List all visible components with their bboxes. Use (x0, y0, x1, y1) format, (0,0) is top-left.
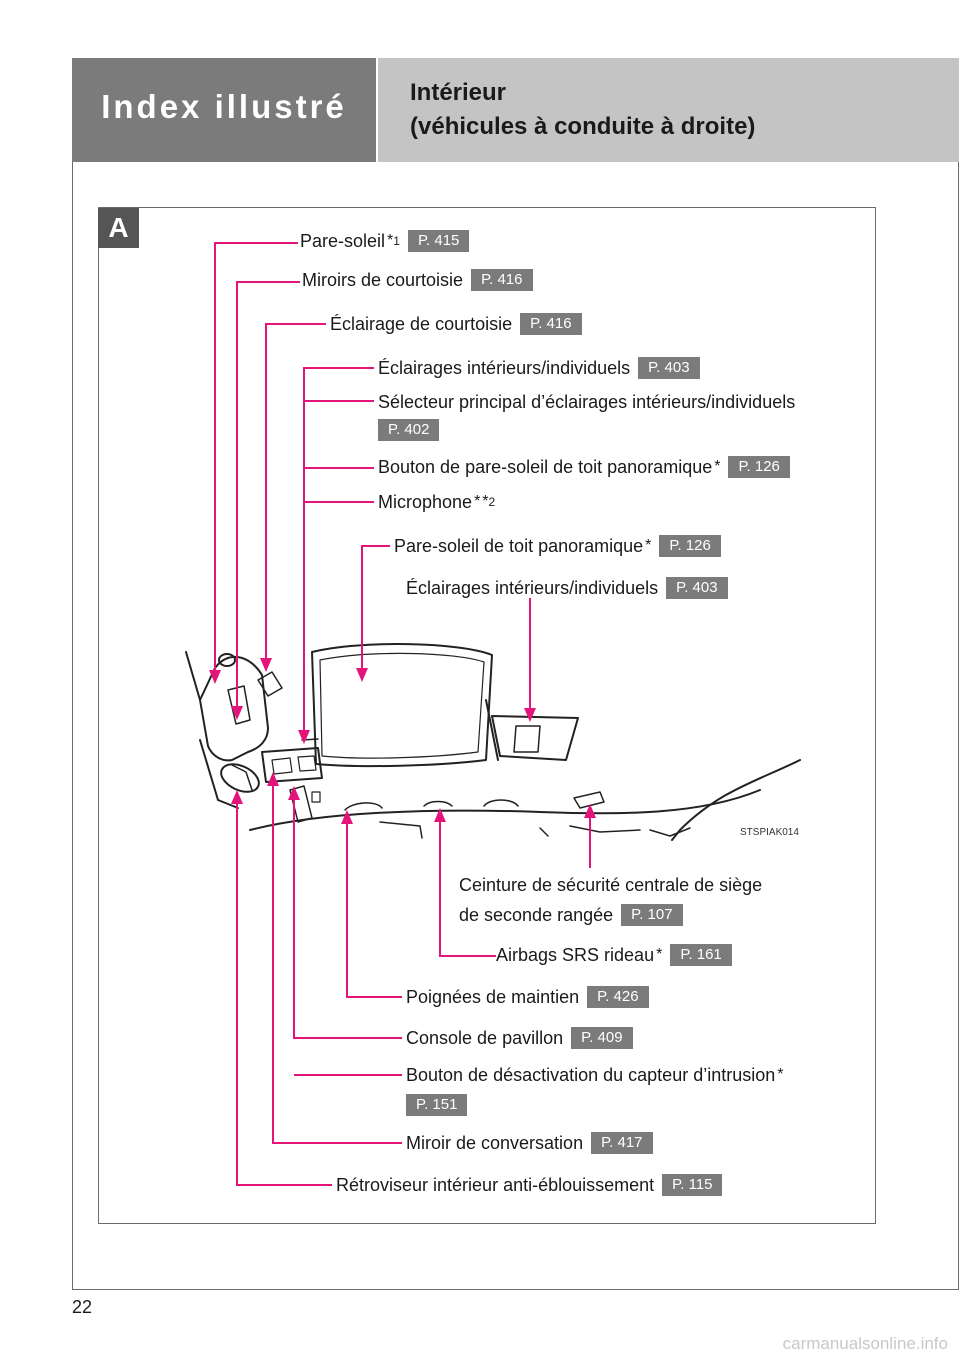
asterisk-icon: * (645, 537, 652, 554)
label-light-main-switch-ref: P. 402 (378, 419, 440, 441)
label-panoramic-shade: Pare-soleil de toit panoramique* P. 126 (394, 535, 721, 557)
image-code: STSPIAK014 (740, 827, 799, 838)
illustration-panel (98, 207, 876, 1224)
page-ref[interactable]: P. 416 (520, 313, 582, 335)
page-ref[interactable]: P. 415 (407, 230, 470, 252)
footnote-marker: 2 (488, 495, 496, 509)
label-assist-grips: Poignées de maintien P. 426 (406, 986, 649, 1008)
label-text: Éclairage de courtoisie (330, 314, 513, 334)
page-ref[interactable]: P. 126 (728, 456, 790, 478)
page-ref[interactable]: P. 107 (621, 904, 683, 926)
page-ref[interactable]: P. 115 (662, 1174, 723, 1196)
label-text: Sélecteur principal d’éclairages intérie… (378, 392, 796, 412)
page-ref[interactable]: P. 403 (666, 577, 728, 599)
page-title-line2: (véhicules à conduite à droite) (410, 113, 756, 140)
label-vanity-mirrors: Miroirs de courtoisie P. 416 (302, 269, 533, 291)
label-text: Poignées de maintien (406, 987, 580, 1007)
label-rearview-mirror: Rétroviseur intérieur anti-éblouissement… (336, 1174, 723, 1196)
label-text: Pare-soleil (300, 231, 386, 251)
label-text: Miroir de conversation (406, 1133, 584, 1153)
label-courtesy-lamp: Éclairage de courtoisie P. 416 (330, 313, 582, 335)
page-ref[interactable]: P. 126 (659, 535, 721, 557)
section-tab: Index illustré (72, 58, 378, 162)
page-title: Intérieur (véhicules à conduite à droite… (410, 76, 755, 144)
label-text: Bouton de désactivation du capteur d’int… (406, 1065, 776, 1085)
leader-arrowheads (209, 658, 596, 824)
car-roof-drawing (185, 643, 801, 841)
label-text: Airbags SRS rideau (496, 945, 655, 965)
label-interior-lights: Éclairages intérieurs/individuels P. 403 (378, 357, 700, 379)
page-ref[interactable]: P. 416 (471, 269, 533, 291)
label-text: Éclairages intérieurs/individuels (406, 578, 659, 598)
page-ref[interactable]: P. 403 (638, 357, 700, 379)
label-text: Microphone (378, 492, 473, 512)
panel-badge: A (98, 208, 139, 248)
label-rear-interior-lights: Éclairages intérieurs/individuels P. 403 (406, 577, 728, 599)
footnote-marker: 1 (393, 234, 400, 248)
leader-lines (214, 242, 591, 1186)
label-text: Console de pavillon (406, 1028, 564, 1048)
label-text: Bouton de pare-soleil de toit panoramiqu… (378, 457, 713, 477)
label-conversation-mirror: Miroir de conversation P. 417 (406, 1132, 653, 1154)
label-light-main-switch: Sélecteur principal d’éclairages intérie… (378, 391, 795, 413)
label-text: de seconde rangée (459, 905, 614, 925)
asterisk-icon: * (474, 493, 481, 510)
page-title-line1: Intérieur (410, 79, 507, 106)
label-text: Éclairages intérieurs/individuels (378, 358, 631, 378)
asterisk-icon: * (656, 946, 663, 963)
section-title: Index illustré (101, 88, 347, 125)
label-intrusion-sensor-ref: P. 151 (406, 1094, 468, 1116)
page-ref[interactable]: P. 409 (571, 1027, 633, 1049)
label-center-seatbelt-line2: de seconde rangée P. 107 (459, 904, 683, 926)
asterisk-icon: * (387, 232, 394, 249)
page-ref[interactable]: P. 151 (406, 1094, 468, 1116)
label-text: Pare-soleil de toit panoramique (394, 536, 644, 556)
watermark: carmanualsonline.info (782, 1334, 948, 1353)
asterisk-icon: * (777, 1066, 784, 1083)
label-text: Ceinture de sécurité centrale de siège (459, 875, 763, 895)
page-ref[interactable]: P. 426 (587, 986, 649, 1008)
page-header: Intérieur (véhicules à conduite à droite… (378, 58, 959, 162)
label-overhead-console: Console de pavillon P. 409 (406, 1027, 633, 1049)
label-sun-visor: Pare-soleil*1 P. 415 (300, 230, 470, 252)
label-center-seatbelt: Ceinture de sécurité centrale de siège (459, 874, 762, 896)
asterisk-icon: * (714, 458, 721, 475)
page-number: 22 (72, 1297, 93, 1317)
page-ref[interactable]: P. 402 (378, 419, 440, 441)
label-text: Miroirs de courtoisie (302, 270, 464, 290)
label-text: Rétroviseur intérieur anti-éblouissement (336, 1175, 655, 1195)
page-ref[interactable]: P. 161 (670, 944, 732, 966)
asterisk-icon: * (482, 493, 489, 510)
label-microphone: Microphone**2 (378, 491, 495, 513)
label-curtain-airbags: Airbags SRS rideau* P. 161 (496, 944, 732, 966)
page-ref[interactable]: P. 417 (591, 1132, 653, 1154)
label-panoramic-shade-switch: Bouton de pare-soleil de toit panoramiqu… (378, 456, 790, 478)
label-intrusion-sensor-button: Bouton de désactivation du capteur d’int… (406, 1064, 783, 1086)
